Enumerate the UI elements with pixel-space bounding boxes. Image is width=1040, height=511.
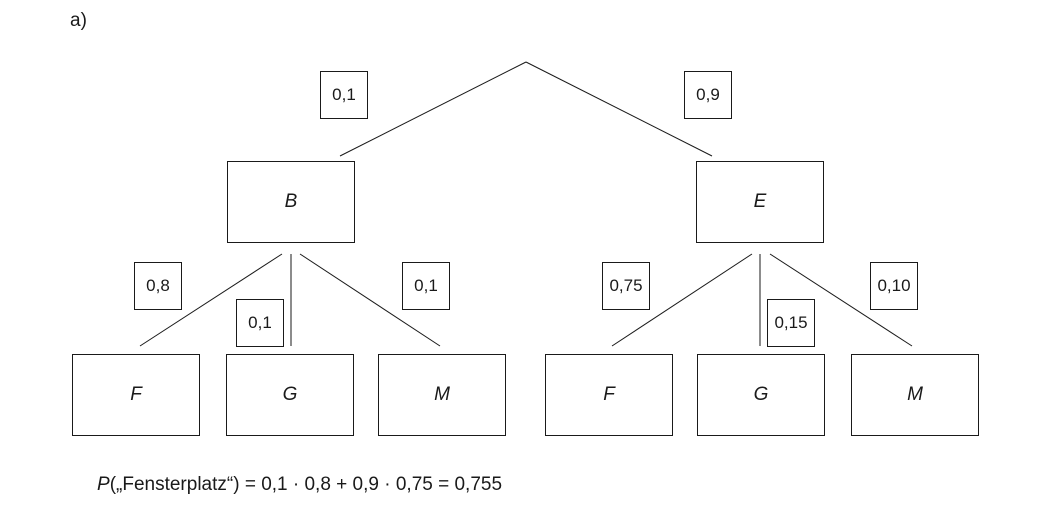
node-E-M: M (851, 354, 979, 436)
node-B-G: G (226, 354, 354, 436)
prob-B-M: 0,1 (402, 262, 450, 310)
prob-B-G: 0,1 (236, 299, 284, 347)
prob-E-M: 0,10 (870, 262, 918, 310)
prob-E-G: 0,15 (767, 299, 815, 347)
edge-root-E (525, 61, 713, 157)
edge-B-F (139, 253, 283, 347)
prob-root-B: 0,1 (320, 71, 368, 119)
node-B-M: M (378, 354, 506, 436)
edge-root-B (339, 61, 527, 157)
prob-root-E: 0,9 (684, 71, 732, 119)
part-label: a) (70, 10, 87, 31)
node-E: E (696, 161, 824, 243)
formula-variable: P (97, 474, 110, 495)
node-E-G: G (697, 354, 825, 436)
edge-E-F (611, 253, 753, 347)
prob-B-F: 0,8 (134, 262, 182, 310)
probability-formula: P(„Fensterplatz“) = 0,1 · 0,8 + 0,9 · 0,… (97, 474, 502, 496)
edge-E-M (769, 253, 913, 347)
prob-E-F: 0,75 (602, 262, 650, 310)
formula-expression: („Fensterplatz“) = 0,1 · 0,8 + 0,9 · 0,7… (109, 474, 503, 495)
node-E-F: F (545, 354, 673, 436)
edge-B-M (299, 253, 441, 347)
node-B-F: F (72, 354, 200, 436)
node-B: B (227, 161, 355, 243)
